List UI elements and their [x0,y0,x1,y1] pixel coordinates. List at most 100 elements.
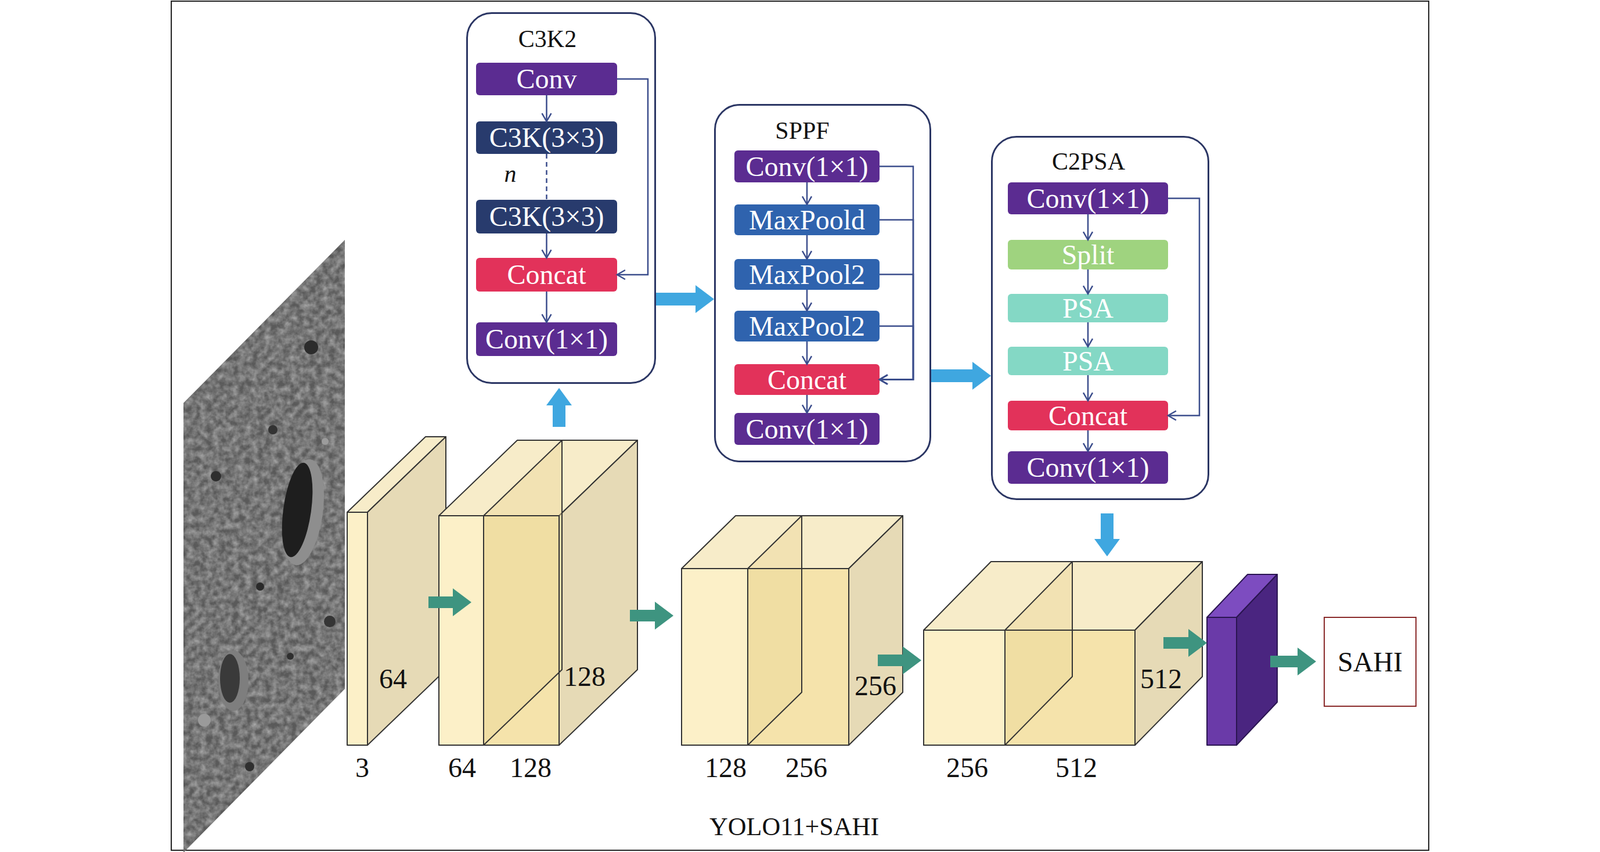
flow-line [806,235,809,259]
layer-box: MaxPoold [734,204,880,236]
arrow-head [1083,285,1093,294]
connector [802,394,812,413]
module-title: C3K2 [518,26,577,52]
layer-label: Conv(1×1) [1026,184,1149,213]
connector [802,341,812,365]
block-front [347,512,368,745]
layer-box: Conv [476,62,618,96]
channel-number: 128 [704,753,747,782]
flow-arrows [428,588,1317,676]
crater-rim [218,650,249,711]
connector [1168,198,1200,421]
crater [244,761,255,771]
layer-box: Conv(1×1) [1007,451,1169,484]
connector [542,233,552,258]
dashed-link [545,153,548,200]
connector [1083,214,1093,240]
arrow-head [1083,338,1093,347]
connector [617,78,648,280]
output-box: SAHI [1323,616,1417,707]
connector [1083,375,1093,401]
channel-number: 64 [448,753,477,782]
connector [542,291,552,323]
crater [268,424,278,435]
layer-box: Conv(1×1) [734,150,880,183]
flow-line [879,220,914,380]
crater [197,713,211,727]
arrow-head [879,375,888,385]
repeat-count: n [504,161,517,186]
arrow-head [802,250,812,259]
slab-front [1206,617,1237,745]
channel-number: 256 [946,753,989,782]
block-side [559,440,638,745]
connector [802,289,812,311]
flow-line [879,166,914,380]
layer-box: Concat [476,257,618,292]
layer-label: PSA [1062,294,1114,323]
arrow-head [879,375,888,385]
figure-caption: YOLO11+SAHI [709,813,879,840]
feature-block [347,436,446,745]
detail-arrow [546,387,572,427]
layer-label: MaxPoold [748,206,866,234]
flow-line [545,233,548,258]
module-box: C2PSAConv(1×1)SplitPSAPSAConcatConv(1×1) [991,135,1210,500]
flow-line [879,326,914,380]
flow-arrow [1270,647,1317,676]
layer-box: C3K(3×3) [476,121,618,154]
feature-block [438,440,638,745]
flow-line [806,394,809,413]
block-outline [923,629,1135,745]
channel-number: 128 [563,662,606,691]
layer-label: Conv(1×1) [745,152,868,181]
layer-box: PSA [1007,293,1169,323]
block-plane [483,440,562,745]
connector [879,166,914,385]
flow-line [617,78,648,275]
module-arrow [931,361,992,390]
feature-block [681,515,903,745]
layer-box: Conv(1×1) [734,412,880,445]
module-title: SPPF [775,118,830,143]
layer-label: Concat [1048,401,1128,430]
crater [256,582,265,591]
lunar-surface [174,232,355,852]
layer-label: C3K(3×3) [489,123,605,152]
layer-label: PSA [1062,347,1114,376]
block-plane [1004,561,1073,745]
outer-frame [171,1,1429,850]
crater [304,340,319,355]
layer-box: Conv(1×1) [476,322,618,356]
flow-line [1087,322,1090,347]
connector [931,361,992,390]
arrow-head [542,249,552,258]
connector [1083,430,1093,452]
flow-line [879,274,914,380]
layer-label: MaxPool2 [748,312,866,341]
block-outline [681,568,849,745]
module-arrow [656,285,715,313]
flow-line [1087,214,1090,240]
flow-arrow [877,646,922,675]
layer-label: Concat [767,365,847,394]
block-plane [747,515,802,745]
crater [210,470,222,482]
layer-box: Concat [1007,400,1169,431]
flow-line [806,289,809,311]
crater [321,437,329,445]
flow-line [545,95,548,122]
crater [220,653,240,703]
connector [879,220,914,385]
arrow-head [802,355,812,365]
flow-line [806,182,809,205]
flow-line [1168,198,1200,416]
feature-block [923,561,1203,745]
detail-arrow [1094,513,1120,557]
layer-label: Conv(1×1) [485,325,608,353]
channel-number: 512 [1055,753,1098,782]
layer-label: Conv(1×1) [1026,453,1149,482]
flow-arrow [428,588,472,616]
layer-box: Conv(1×1) [1007,182,1169,215]
